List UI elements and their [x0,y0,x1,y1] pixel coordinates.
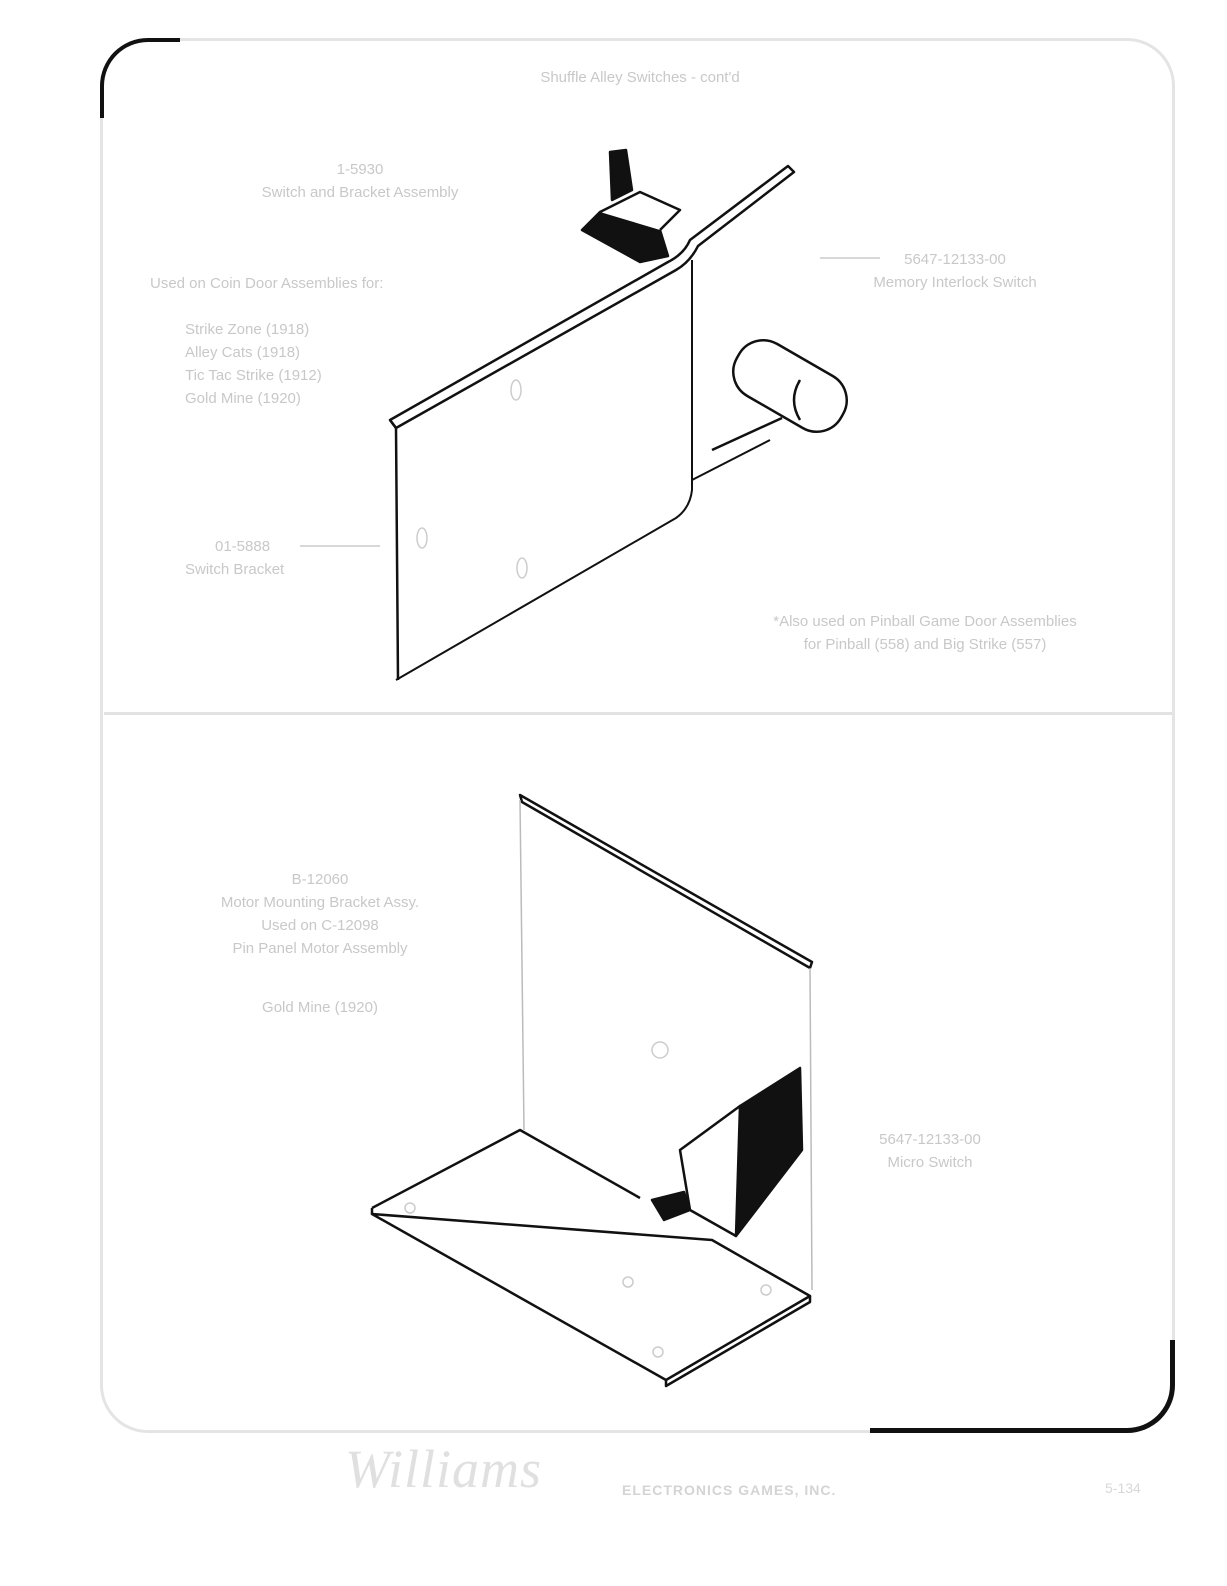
switch-part-number: 5647-12133-00 [904,251,1006,268]
game-item: Strike Zone (1918) [185,321,310,338]
section-divider [104,712,1172,715]
switch-part-number: 5647-12133-00 [879,1131,981,1148]
assembly-name: Switch and Bracket Assembly [261,184,459,201]
footnote: for Pinball (558) and Big Strike (557) [803,636,1047,653]
page-number: 5-134 [1105,1480,1141,1496]
motor-bracket-illustration [370,793,814,1388]
used-on-label: Used on Coin Door Assemblies for: [150,275,384,292]
switch-bracket-illustration [300,148,880,681]
game-item: Alley Cats (1918) [185,344,301,361]
game-item: Tic Tac Strike (1912) [185,367,322,384]
frame-corner [100,38,180,118]
page-title: Shuffle Alley Switches - cont'd [540,69,740,86]
footnote: *Also used on Pinball Game Door Assembli… [773,613,1077,630]
bracket-part-number: 01-5888 [215,538,271,555]
assembly-part-number: B-12060 [291,871,349,888]
assembly-part-number: 1-5930 [336,161,384,178]
page-frame [100,38,1175,1433]
assembly-name: Motor Mounting Bracket Assy. [220,894,420,911]
switch-name: Memory Interlock Switch [873,274,1037,291]
company-name: ELECTRONICS GAMES, INC. [622,1482,837,1498]
used-on: Used on C-12098 [261,917,379,934]
game-item: Gold Mine (1920) [185,390,301,407]
used-on-name: Pin Panel Motor Assembly [232,940,408,957]
game-item: Gold Mine (1920) [262,999,378,1016]
switch-name: Micro Switch [887,1154,973,1171]
frame-corner [870,1340,1175,1433]
williams-logo: Williams [345,1439,543,1499]
bracket-name: Switch Bracket [185,561,285,578]
